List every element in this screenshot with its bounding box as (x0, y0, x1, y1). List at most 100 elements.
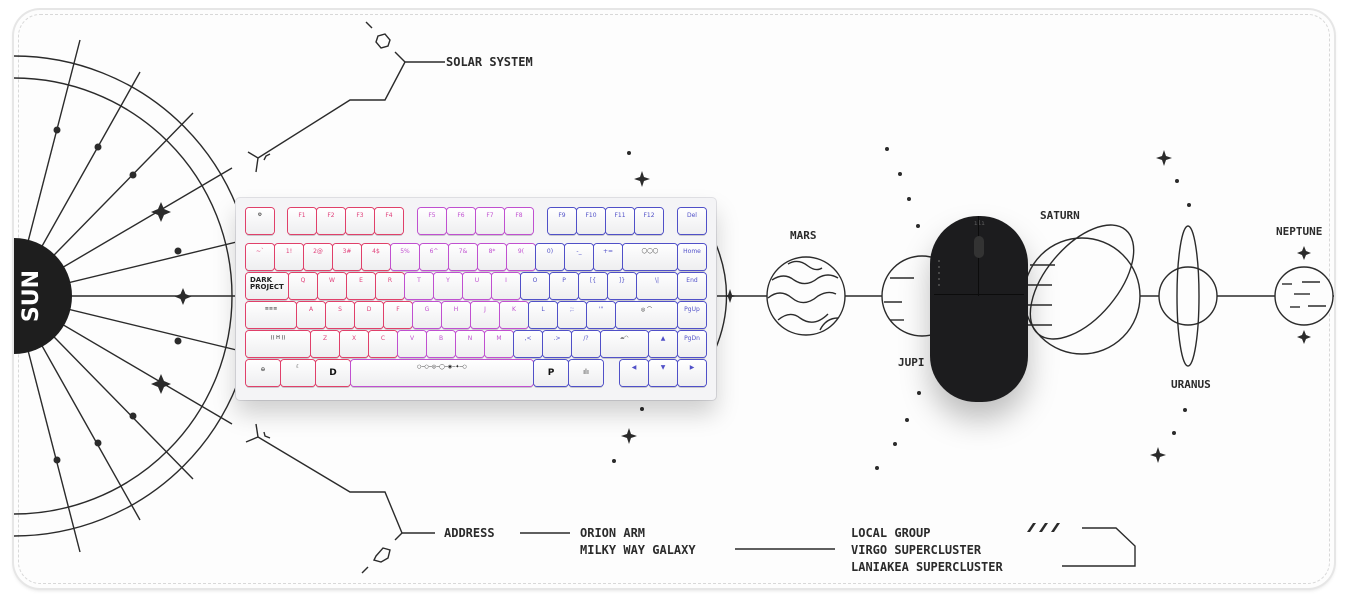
key-end[interactable]: End (678, 273, 706, 299)
key-pgdn[interactable]: PgDn (678, 331, 706, 357)
key-s[interactable]: S (326, 302, 354, 328)
mouse[interactable]: ılı (930, 216, 1028, 402)
key-w[interactable]: W (318, 273, 346, 299)
key-comma[interactable]: ,< (514, 331, 542, 357)
local-group-label: LOCAL GROUP (851, 526, 931, 540)
key-g[interactable]: G (413, 302, 441, 328)
key-right[interactable]: ▶ (678, 360, 706, 386)
text-art-icon: ≡≡≡ (264, 306, 278, 312)
key-v[interactable]: V (398, 331, 426, 357)
key-home[interactable]: Home (678, 244, 706, 270)
key-3[interactable]: 3# (333, 244, 361, 270)
laniakea-label: LANIAKEA SUPERCLUSTER (851, 560, 1003, 574)
key-6[interactable]: 6^ (420, 244, 448, 270)
saturn-label: SATURN (1040, 209, 1080, 222)
key-y[interactable]: Y (434, 273, 462, 299)
key-f1[interactable]: F1 (288, 208, 316, 234)
key-c[interactable]: C (369, 331, 397, 357)
key-a[interactable]: A (297, 302, 325, 328)
keyboard: ⚙ F1 F2 F3 F4 F5 F6 F7 F8 F9 F10 F11 F12… (236, 198, 716, 400)
uranus-label: URANUS (1171, 378, 1211, 391)
key-lbracket[interactable]: [{ (579, 273, 607, 299)
key-period[interactable]: .> (543, 331, 571, 357)
key-alt-d[interactable]: D (316, 360, 350, 386)
key-n[interactable]: N (456, 331, 484, 357)
mouse-seam (934, 294, 1024, 295)
key-f12[interactable]: F12 (635, 208, 663, 234)
mars-label: MARS (790, 229, 817, 242)
key-lshift-art[interactable]: (( H )) (246, 331, 310, 357)
key-slash[interactable]: /? (572, 331, 600, 357)
atom-art-icon: (( H )) (270, 335, 286, 341)
key-x[interactable]: X (340, 331, 368, 357)
key-1[interactable]: 1! (275, 244, 303, 270)
mouse-logo-icon: ılı (974, 220, 985, 227)
key-tilde[interactable]: ~` (246, 244, 274, 270)
key-4[interactable]: 4$ (362, 244, 390, 270)
key-b[interactable]: B (427, 331, 455, 357)
key-f[interactable]: F (384, 302, 412, 328)
key-l[interactable]: L (529, 302, 557, 328)
key-fn[interactable]: ılı (569, 360, 603, 386)
key-i[interactable]: I (492, 273, 520, 299)
key-backslash[interactable]: \| (637, 273, 677, 299)
key-minus[interactable]: -_ (565, 244, 593, 270)
key-backspace-art[interactable]: ◯◯◯ (623, 244, 677, 270)
key-2[interactable]: 2@ (304, 244, 332, 270)
key-u[interactable]: U (463, 273, 491, 299)
key-j[interactable]: J (471, 302, 499, 328)
key-h[interactable]: H (442, 302, 470, 328)
globe-art-icon: ⌓◠ (620, 335, 629, 341)
key-f3[interactable]: F3 (346, 208, 374, 234)
key-f2[interactable]: F2 (317, 208, 345, 234)
key-down[interactable]: ▼ (649, 360, 677, 386)
key-f8[interactable]: F8 (505, 208, 533, 234)
key-alt-p[interactable]: P (534, 360, 568, 386)
key-f7[interactable]: F7 (476, 208, 504, 234)
key-spacebar[interactable]: ○─○─◎─◯─◉─✦─○ (351, 360, 533, 386)
key-ctrl-art[interactable]: 🜨 (246, 360, 280, 386)
key-f4[interactable]: F4 (375, 208, 403, 234)
key-enter-art[interactable]: ◎ ⌒ (616, 302, 677, 328)
key-o[interactable]: O (521, 273, 549, 299)
key-rshift-art[interactable]: ⌓◠ (601, 331, 648, 357)
key-left[interactable]: ◀ (620, 360, 648, 386)
scroll-wheel[interactable] (974, 236, 984, 258)
key-logo[interactable]: ⚙ (246, 208, 274, 234)
key-q[interactable]: Q (289, 273, 317, 299)
key-quote[interactable]: '" (587, 302, 615, 328)
key-del[interactable]: Del (678, 208, 706, 234)
key-8[interactable]: 8* (478, 244, 506, 270)
key-pgup[interactable]: PgUp (678, 302, 706, 328)
sun-disk (14, 238, 72, 354)
key-f6[interactable]: F6 (447, 208, 475, 234)
key-m[interactable]: M (485, 331, 513, 357)
key-f9[interactable]: F9 (548, 208, 576, 234)
key-e[interactable]: E (347, 273, 375, 299)
key-9[interactable]: 9( (507, 244, 535, 270)
key-0[interactable]: 0) (536, 244, 564, 270)
key-k[interactable]: K (500, 302, 528, 328)
orion-arm-label: ORION ARM (580, 526, 646, 540)
key-win-art[interactable]: ☾ (281, 360, 315, 386)
key-z[interactable]: Z (311, 331, 339, 357)
sun-label: SUN (18, 269, 44, 323)
key-t[interactable]: T (405, 273, 433, 299)
key-d[interactable]: D (355, 302, 383, 328)
badge-icon: ⚙ (257, 212, 263, 218)
key-7[interactable]: 7& (449, 244, 477, 270)
key-caps-art[interactable]: ≡≡≡ (246, 302, 296, 328)
key-r[interactable]: R (376, 273, 404, 299)
key-up[interactable]: ▲ (649, 331, 677, 357)
key-p[interactable]: P (550, 273, 578, 299)
key-f11[interactable]: F11 (606, 208, 634, 234)
key-semicolon[interactable]: ;: (558, 302, 586, 328)
key-f5[interactable]: F5 (418, 208, 446, 234)
key-equals[interactable]: += (594, 244, 622, 270)
key-5[interactable]: 5% (391, 244, 419, 270)
earth-art-icon: 🜨 (260, 367, 266, 373)
key-f10[interactable]: F10 (577, 208, 605, 234)
key-rbracket[interactable]: ]} (608, 273, 636, 299)
milky-way-label: MILKY WAY GALAXY (580, 543, 696, 557)
